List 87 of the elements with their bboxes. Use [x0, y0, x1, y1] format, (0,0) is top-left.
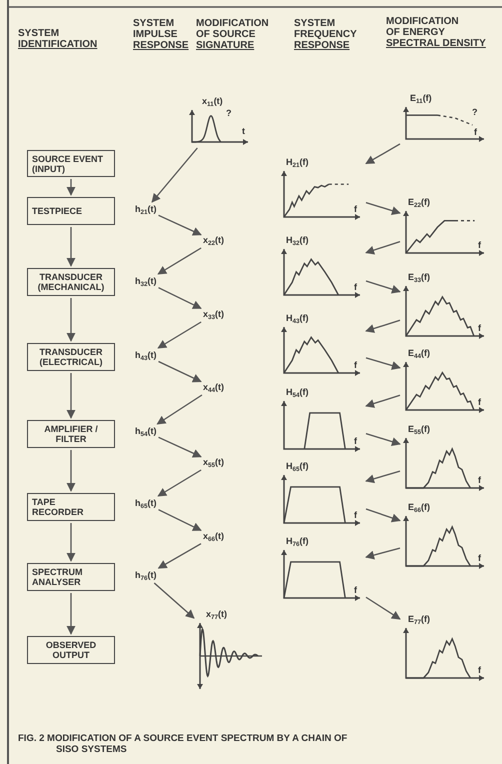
- arrow: [66, 593, 76, 635]
- arrow: [158, 360, 202, 382]
- impulse-response-label: h$_{76}$(t): [135, 570, 157, 581]
- arrow: [154, 582, 195, 619]
- axis-label: f: [474, 127, 477, 137]
- arrow: [158, 287, 202, 309]
- arrow: [366, 508, 401, 522]
- arrow: [66, 523, 76, 562]
- arrow: [365, 470, 400, 484]
- spectrum-label: E$_{11}$(f): [410, 93, 432, 103]
- column-heading: MODIFICATION OF SOURCE SIGNATURE: [196, 18, 269, 51]
- axis-label: f: [354, 360, 357, 370]
- spectrum-label: H$_{65}$(f): [286, 461, 309, 471]
- signal-label: x$_{77}$(t): [206, 609, 228, 619]
- axis-label: f: [478, 397, 481, 407]
- arrow: [365, 320, 400, 333]
- arrow: [157, 469, 202, 497]
- signal-label: x$_{11}$(t): [202, 96, 223, 106]
- signal-label: x$_{22}$(t): [203, 235, 224, 246]
- arrow: [366, 432, 401, 446]
- signal-label: x$_{44}$(t): [203, 382, 224, 393]
- figure-caption: FIG. 2 MODIFICATION OF A SOURCE EVENT SPECTRUM BY A CHAIN OF SISO SYSTEMS: [18, 733, 348, 755]
- arrow: [151, 148, 198, 203]
- process-box: SOURCE EVENT (INPUT): [27, 150, 115, 177]
- spectrum-label: E$_{55}$(f): [408, 424, 430, 434]
- arrow: [66, 179, 76, 196]
- question-mark-label: ?: [472, 107, 478, 117]
- impulse-response-label: h$_{65}$(t): [135, 498, 157, 509]
- arrow: [157, 247, 202, 275]
- spectrum-label: H$_{76}$(f): [286, 536, 309, 546]
- arrow: [365, 394, 400, 408]
- column-heading: SYSTEM IDENTIFICATION: [18, 28, 98, 50]
- axis-label: f: [478, 553, 481, 563]
- column-heading: SYSTEM FREQUENCY RESPONSE: [294, 18, 357, 51]
- spectrum-label: H$_{21}$(f): [286, 157, 309, 167]
- axis-label: f: [354, 204, 357, 214]
- signal-label: x$_{55}$(t): [203, 457, 224, 468]
- spectrum-label: H$_{54}$(f): [286, 387, 309, 397]
- axis-label: f: [354, 510, 357, 520]
- axis-label: f: [478, 240, 481, 250]
- spectrum-label: E$_{77}$(f): [408, 614, 430, 624]
- impulse-response-label: h$_{43}$(t): [135, 350, 157, 361]
- impulse-response-label: h$_{32}$(t): [135, 276, 157, 287]
- arrow: [365, 241, 400, 254]
- spectrum-label: H$_{43}$(f): [286, 313, 309, 323]
- spectrum-label: E$_{66}$(f): [408, 502, 430, 512]
- arrow: [66, 298, 76, 342]
- axis-label: f: [478, 323, 481, 333]
- column-heading: MODIFICATION OF ENERGY SPECTRAL DENSITY: [386, 16, 486, 49]
- arrow: [158, 543, 202, 569]
- process-box: TRANSDUCER (ELECTRICAL): [27, 343, 115, 371]
- axis-label: f: [354, 282, 357, 292]
- arrow: [66, 450, 76, 492]
- process-box: AMPLIFIER / FILTER: [27, 420, 115, 448]
- spectrum-label: E$_{44}$(f): [408, 348, 430, 358]
- arrow: [365, 547, 400, 560]
- signal-label: x$_{66}$(t): [203, 531, 224, 542]
- process-box: TRANSDUCER (MECHANICAL): [27, 268, 115, 296]
- column-heading: SYSTEM IMPULSE RESPONSE: [133, 18, 189, 51]
- arrow: [366, 596, 401, 620]
- process-box: SPECTRUM ANALYSER: [27, 563, 115, 591]
- process-box: TAPE RECORDER: [27, 493, 115, 521]
- spectrum-label: E$_{33}$(f): [408, 272, 430, 282]
- spectrum-label: H$_{32}$(f): [286, 235, 309, 245]
- process-box: OBSERVED OUTPUT: [27, 636, 115, 664]
- question-mark-label: ?: [226, 108, 232, 118]
- axis-label: f: [478, 665, 481, 675]
- arrow: [366, 202, 401, 215]
- arrow: [365, 143, 400, 164]
- impulse-response-label: h$_{54}$(t): [135, 426, 157, 437]
- spectrum-label: E$_{22}$(f): [408, 197, 430, 207]
- arrow: [366, 280, 401, 294]
- arrow: [157, 321, 202, 349]
- axis-label: t: [242, 126, 245, 136]
- arrow: [66, 373, 76, 419]
- axis-label: f: [354, 585, 357, 595]
- arrow: [158, 214, 202, 236]
- arrow: [158, 436, 202, 458]
- signal-label: x$_{33}$(t): [203, 309, 224, 320]
- axis-label: f: [478, 475, 481, 485]
- arrow: [158, 509, 202, 531]
- axis-label: f: [354, 436, 357, 446]
- arrow: [366, 357, 401, 370]
- impulse-response-label: h$_{21}$(t): [135, 204, 157, 215]
- process-box: TESTPIECE: [27, 197, 115, 225]
- arrow: [156, 394, 202, 425]
- arrow: [66, 227, 76, 267]
